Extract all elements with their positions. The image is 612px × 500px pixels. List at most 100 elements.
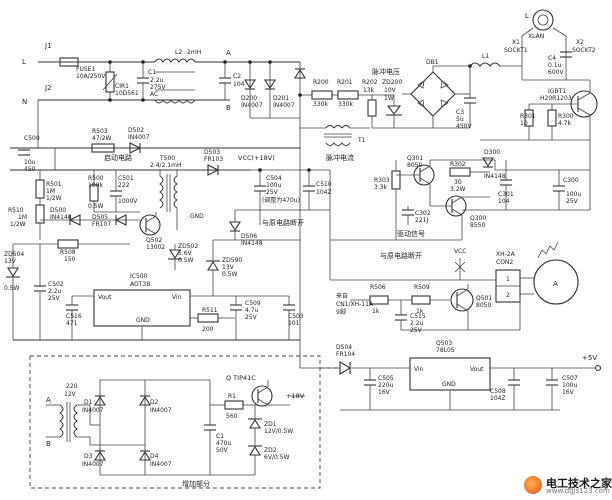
- aux-transformer-220: 220: [66, 383, 78, 390]
- ad1-ref: D1: [84, 399, 93, 406]
- c509-v1: 4.7u: [245, 307, 259, 314]
- c505-v2: 16V: [378, 389, 391, 396]
- q502-value: 13002: [146, 244, 165, 251]
- r202-ref: R202: [362, 79, 378, 86]
- c515-v2: 25V: [410, 327, 423, 334]
- t1-ref: T1: [357, 137, 366, 144]
- c3-v2: 450V: [456, 123, 472, 130]
- zd590-v2: 0.5W: [222, 271, 238, 278]
- c300-v1: 100u: [566, 191, 581, 198]
- r509-value: 1k: [416, 308, 424, 315]
- q300-ref: Q300: [470, 215, 486, 222]
- c500-v1: 10u: [24, 159, 36, 166]
- r301-value: 10: [520, 120, 528, 127]
- c2-ref: C2: [233, 73, 241, 80]
- c503-ref: C503: [288, 313, 304, 320]
- r201-value: 330k: [338, 101, 353, 108]
- resonant-tank-section: [464, 9, 598, 141]
- c509-v2: 25V: [245, 314, 258, 321]
- r501-ref: R501: [46, 181, 62, 188]
- aq1-label: Q TIP41C: [226, 374, 256, 382]
- c504-ref: C504: [266, 175, 282, 182]
- c301-value: 104: [498, 198, 510, 205]
- label-l: L: [22, 58, 26, 66]
- c510-ref: C510: [316, 181, 332, 188]
- aux-node-b: B: [46, 440, 51, 448]
- d506-value: IN4148: [241, 240, 263, 247]
- schematic-labels: J1 L J2 N FUSE1 10A/250V CIR1 10D561 C1 …: [4, 12, 597, 488]
- relay-note-3: 9脚: [336, 308, 346, 316]
- azd2-ref: ZD2: [264, 447, 277, 454]
- c505-v1: 220u: [378, 382, 393, 389]
- ad3-ref: D3: [84, 453, 93, 460]
- r509-ref: R509: [414, 284, 430, 291]
- startup-circuit-label: 启动电路: [104, 153, 132, 162]
- zd502-v1: 5.6V: [178, 250, 193, 257]
- r301-ref: R301: [520, 113, 536, 120]
- ad3-value: IN4007: [82, 461, 104, 468]
- r500-ref: R500: [88, 175, 104, 182]
- c515-v1: 2.2u: [410, 320, 424, 327]
- ad4-value: IN4007: [150, 461, 172, 468]
- igbt1-ref: IGBT1: [548, 88, 566, 95]
- cir1-ref: CIR1: [115, 83, 129, 90]
- site-watermark: 电工技术之家 www.dgjs123.com: [522, 474, 612, 496]
- added-section-label: 增加部分: [182, 479, 210, 488]
- c301-ref: C301: [498, 191, 514, 198]
- r506-ref: R506: [370, 284, 386, 291]
- ac1-v1: 470u: [216, 440, 231, 447]
- d500-ref: D500: [50, 207, 66, 214]
- aux-transformer-12v: 12V: [64, 391, 77, 398]
- node-a: A: [226, 49, 231, 57]
- xh2a-value: CON2: [496, 259, 513, 266]
- q502-ref: Q502: [146, 237, 162, 244]
- c1-v2: 275V: [150, 84, 166, 91]
- r510-v2: 1/2W: [10, 221, 26, 228]
- igbt1-value: H20R1203: [540, 95, 572, 102]
- q300-value: 8550: [470, 222, 485, 229]
- r300-value: 4.7k: [558, 120, 572, 127]
- pulse-transformer-t1: [300, 125, 370, 146]
- r500-v1: 100k: [88, 182, 103, 189]
- gnd-label: GND: [190, 213, 204, 220]
- c509-ref: C509: [245, 300, 261, 307]
- zd504-v1: 13V: [4, 258, 17, 265]
- r500-v2: 0.5W: [88, 203, 104, 210]
- c2-value: 104: [233, 81, 245, 88]
- c505-ref: C505: [378, 375, 394, 382]
- d300-value: IN4148: [484, 173, 506, 180]
- c4-v1: 0.1u: [548, 62, 562, 69]
- c501-v1: 222: [118, 182, 130, 189]
- c504-v1: 100u: [266, 182, 281, 189]
- d201-value: IN4007: [273, 102, 295, 109]
- bridge-rectifier-db1: [400, 65, 470, 129]
- q301-ref: Q301: [407, 155, 423, 162]
- mains-input-section: [38, 57, 402, 150]
- c302-ref: C302: [415, 210, 431, 217]
- zd200-v2: 1W: [384, 95, 394, 102]
- q503-ref: Q503: [436, 340, 452, 347]
- c3-v1: 5u: [456, 116, 464, 123]
- zd590-ref: ZD590: [222, 257, 242, 264]
- r510-ref: R510: [8, 207, 24, 214]
- zd504-ref: ZD504: [4, 251, 24, 258]
- r201-ref: R201: [337, 79, 353, 86]
- c504-v2: 25V: [266, 189, 279, 196]
- sockt1-label: SOCKT1: [504, 47, 528, 54]
- relay-note-2: CN1/XH-11A: [336, 301, 374, 308]
- x2-ref: X2: [576, 39, 584, 46]
- site-logo-icon: [524, 476, 542, 494]
- node-b: B: [226, 104, 231, 112]
- disconnect-label-2: 与原电路断开: [380, 251, 422, 260]
- label-j2: J2: [44, 84, 52, 92]
- r501-v1: 1M: [46, 188, 55, 195]
- r508-value: 150: [64, 256, 76, 263]
- zd504-v2: 0.5W: [4, 285, 20, 292]
- r510-v1: 1M: [18, 214, 27, 221]
- zd200-ref: ZD200: [382, 79, 402, 86]
- q301-value: 8050: [407, 162, 422, 169]
- ic500-vin: Vin: [172, 294, 182, 301]
- c504-note: (调整为470u): [262, 196, 300, 204]
- q503-value: 78L05: [436, 347, 455, 354]
